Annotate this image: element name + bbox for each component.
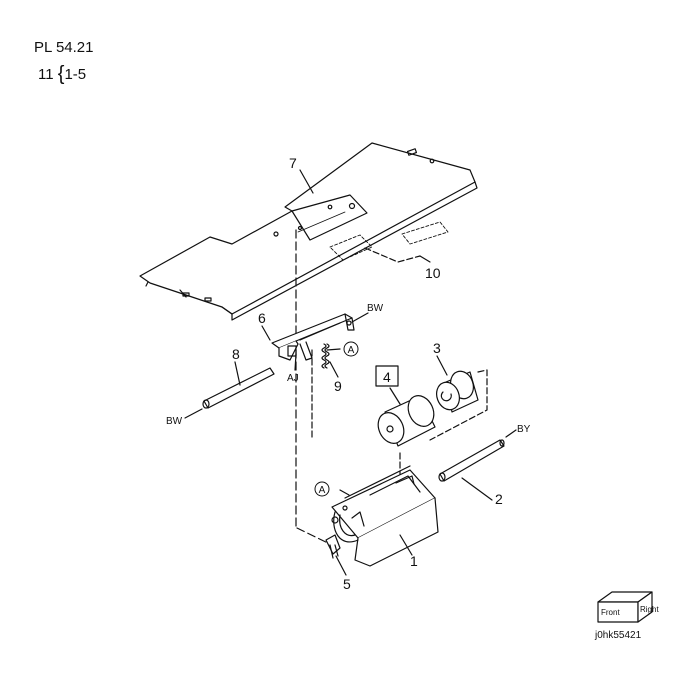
brace-glyph: { xyxy=(57,63,65,85)
cube-front-label: Front xyxy=(601,608,620,617)
ref-a-lower: A xyxy=(319,485,326,496)
part-5-clip xyxy=(325,534,341,559)
part-3-roll xyxy=(436,370,479,413)
label-aj: AJ xyxy=(287,373,299,384)
label-by: BY xyxy=(517,424,531,435)
part-2-pin xyxy=(438,439,505,482)
label-bw-left: BW xyxy=(166,416,183,427)
callout-3: 3 xyxy=(433,340,441,356)
part-1-holder xyxy=(331,465,439,567)
callout-8: 8 xyxy=(232,346,240,362)
parts-list-title: PL 54.21 xyxy=(34,39,94,56)
part-7-plate xyxy=(139,142,478,321)
part-8-shaft xyxy=(202,367,275,409)
callout-2: 2 xyxy=(495,491,503,507)
ref-a-upper: A xyxy=(348,345,355,356)
label-bw-top: BW xyxy=(367,303,384,314)
callout-7: 7 xyxy=(289,155,297,171)
figure-code: j0hk55421 xyxy=(595,630,642,641)
callout-10: 10 xyxy=(425,265,441,281)
callout-4-box xyxy=(375,365,399,387)
callout-9: 9 xyxy=(334,378,342,394)
cube-right-label: Right xyxy=(640,605,659,614)
ref-a-upper-circle xyxy=(343,341,359,357)
part-9-spring xyxy=(321,343,330,369)
ref-a-lower-circle xyxy=(314,481,330,497)
sub-number: 11 xyxy=(38,66,54,83)
sub-range: 1-5 xyxy=(64,66,87,83)
part-6-bracket xyxy=(261,313,355,361)
callout-5: 5 xyxy=(343,576,351,592)
orientation-cube-icon xyxy=(597,591,653,623)
callout-4: 4 xyxy=(383,369,391,385)
part-4-roll xyxy=(377,395,436,447)
callout-1: 1 xyxy=(410,553,418,569)
parts-list-subtitle: 11 {1-5 xyxy=(38,63,87,85)
callout-6: 6 xyxy=(258,310,266,326)
